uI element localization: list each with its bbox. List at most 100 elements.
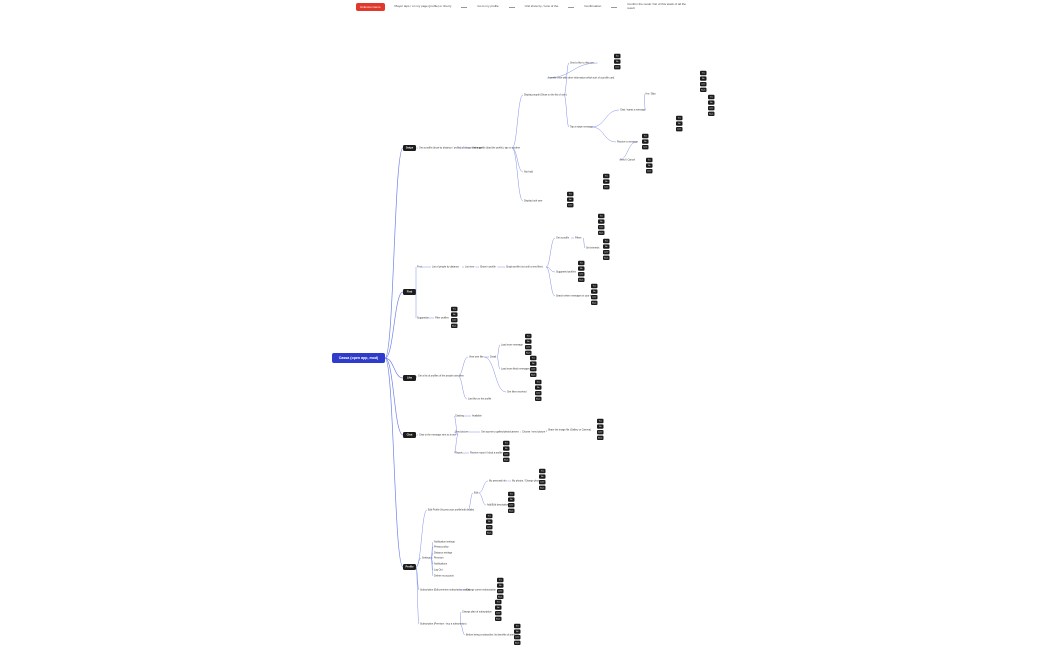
connector-line xyxy=(591,109,620,128)
tag-chip-label: No xyxy=(605,181,607,183)
tag-chip[interactable]: Back xyxy=(597,435,604,440)
tag-chip[interactable]: Back xyxy=(535,396,542,401)
tag-chip[interactable]: No xyxy=(525,339,532,344)
tag-chip[interactable]: Later xyxy=(642,145,649,150)
tag-chip[interactable]: No xyxy=(603,244,610,249)
tag-chip[interactable]: Back xyxy=(495,616,502,621)
tag-chip[interactable]: Yes xyxy=(525,333,532,339)
tag-chip[interactable]: Yes xyxy=(535,379,542,385)
tag-chip[interactable]: Yes xyxy=(486,513,493,519)
tag-chip[interactable]: No xyxy=(708,100,715,105)
tag-chip[interactable]: Yes xyxy=(708,94,715,100)
tag-chip[interactable]: Yes xyxy=(503,440,510,446)
branch-node-find[interactable]: Find xyxy=(403,289,416,295)
tag-chip[interactable]: No xyxy=(530,361,537,366)
tag-chip[interactable]: Yes xyxy=(614,53,621,59)
tag-chip[interactable]: Yes xyxy=(591,283,598,289)
tag-chip[interactable]: No xyxy=(503,446,510,451)
tag-chip-bg xyxy=(486,513,493,519)
tag-chip[interactable]: Yes xyxy=(539,468,546,474)
branch-node-swipe[interactable]: Swipe xyxy=(403,145,416,151)
tag-chip[interactable]: Back xyxy=(486,530,493,535)
tag-chip[interactable]: Later xyxy=(614,65,621,70)
tag-chip[interactable]: No xyxy=(497,583,504,588)
tag-chip[interactable]: No xyxy=(597,424,604,429)
tag-chip[interactable]: No xyxy=(486,519,493,524)
tag-chip[interactable]: No xyxy=(451,312,458,317)
tag-chip[interactable]: Later xyxy=(514,635,521,640)
root-node[interactable]: Cassa (open app, mod) xyxy=(332,353,385,363)
tag-chip[interactable]: Later xyxy=(646,169,653,174)
tag-chip[interactable]: Back xyxy=(503,457,510,462)
tag-chip[interactable]: Later xyxy=(535,391,542,396)
tag-chip[interactable]: Yes xyxy=(567,191,574,197)
tag-chip[interactable]: Later xyxy=(525,345,532,350)
tag-chip[interactable]: No xyxy=(495,605,502,610)
tag-chip[interactable]: No xyxy=(676,121,683,126)
tag-chip[interactable]: Yes xyxy=(495,599,502,605)
tag-chip[interactable]: No xyxy=(539,474,546,479)
tag-chip[interactable]: Later xyxy=(530,367,537,372)
tag-chip[interactable]: Later xyxy=(497,589,504,594)
tag-chip[interactable]: Later xyxy=(451,318,458,323)
branch-node-profile[interactable]: Profile xyxy=(403,564,416,570)
tag-chip[interactable]: Later xyxy=(508,503,515,508)
tag-chip[interactable]: Later xyxy=(486,525,493,530)
tag-chip[interactable]: Yes xyxy=(642,133,649,139)
tag-chip[interactable]: Later xyxy=(578,272,585,277)
tag-chip[interactable]: Back xyxy=(497,594,504,599)
tag-chip[interactable]: No xyxy=(603,179,610,184)
tag-chip[interactable]: No xyxy=(508,497,515,502)
tag-chip[interactable]: Back xyxy=(598,230,605,235)
tag-chip[interactable]: Back xyxy=(578,277,585,282)
tag-chip[interactable]: Back xyxy=(530,372,537,377)
tag-chip[interactable]: No xyxy=(514,629,521,634)
tag-chip[interactable]: Later xyxy=(676,127,683,132)
tag-chip[interactable]: Yes xyxy=(514,623,521,629)
tag-chip[interactable]: Later xyxy=(700,82,707,87)
tag-chip[interactable]: Yes xyxy=(530,355,537,361)
tag-chip[interactable]: No xyxy=(578,266,585,271)
tag-chip[interactable]: No xyxy=(535,385,542,390)
tag-chip[interactable]: Back xyxy=(708,111,715,116)
tag-chip[interactable]: Back xyxy=(603,255,610,260)
tag-chip[interactable]: Later xyxy=(603,250,610,255)
tag-chip[interactable]: Back xyxy=(451,323,458,328)
tag-chip[interactable]: Later xyxy=(503,452,510,457)
tag-chip[interactable]: Yes xyxy=(603,238,610,244)
tag-chip[interactable]: Later xyxy=(567,203,574,208)
tag-chip[interactable]: Later xyxy=(708,106,715,111)
tag-chip[interactable]: Yes xyxy=(603,173,610,179)
tag-chip[interactable]: No xyxy=(700,76,707,81)
branch-node-chat[interactable]: Chat xyxy=(403,432,416,438)
tag-chip[interactable]: Yes xyxy=(497,577,504,583)
branch-node-like[interactable]: Like xyxy=(403,375,416,381)
tag-chip[interactable]: Back xyxy=(539,485,546,490)
tag-chip[interactable]: No xyxy=(646,163,653,168)
tag-chip[interactable]: Later xyxy=(495,611,502,616)
tag-chip[interactable]: Yes xyxy=(508,491,515,497)
tag-chip[interactable]: No xyxy=(642,139,649,144)
tag-chip[interactable]: No xyxy=(614,59,621,64)
tag-chip[interactable]: Back xyxy=(591,300,598,305)
tag-chip[interactable]: Later xyxy=(597,430,604,435)
tag-chip[interactable]: Later xyxy=(598,225,605,230)
tag-chip[interactable]: Back xyxy=(508,508,515,513)
tag-chip[interactable]: Back xyxy=(700,87,707,92)
tag-chip[interactable]: Yes xyxy=(700,70,707,76)
tag-chip[interactable]: Yes xyxy=(598,213,605,219)
tag-chip[interactable]: Yes xyxy=(578,260,585,266)
tag-chip[interactable]: Later xyxy=(603,185,610,190)
tag-chip[interactable]: Later xyxy=(539,480,546,485)
tag-chip[interactable]: No xyxy=(591,289,598,294)
tag-chip[interactable]: Yes xyxy=(646,157,653,163)
tag-chip[interactable]: Yes xyxy=(676,115,683,121)
tag-chip[interactable]: Back xyxy=(514,640,521,645)
tag-chip[interactable]: No xyxy=(598,219,605,224)
tag-chip[interactable]: Back xyxy=(525,350,532,355)
flow-step: Delete my account xyxy=(434,575,454,578)
tag-chip[interactable]: Yes xyxy=(451,306,458,312)
tag-chip[interactable]: Yes xyxy=(597,418,604,424)
tag-chip[interactable]: Later xyxy=(591,295,598,300)
tag-chip[interactable]: No xyxy=(567,197,574,202)
